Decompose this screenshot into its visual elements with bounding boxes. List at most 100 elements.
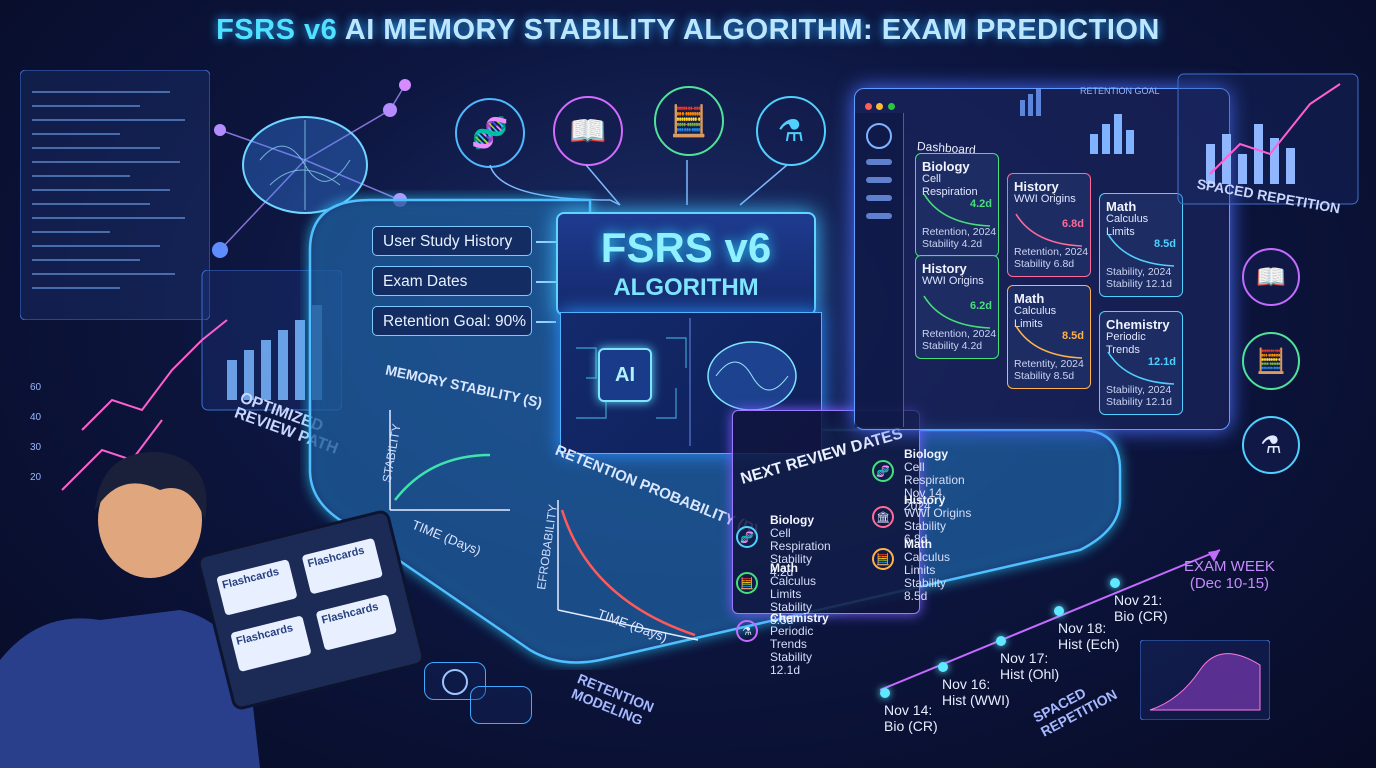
card-subject: History [1014,179,1059,194]
timeline-dot [938,662,948,672]
card-curve [1107,233,1175,267]
page-title: FSRS v6 AI MEMORY STABILITY ALGORITHM: E… [216,14,1160,46]
book-icon: 📖 [553,96,623,166]
flask-icon: ⚗ [1242,416,1300,474]
timeline-label: Nov 14:Bio (CR) [884,702,938,734]
book-icon: 📖 [1242,248,1300,306]
card-subject: Biology [922,159,970,174]
flask-icon: ⚗ [736,620,758,642]
avatar[interactable] [866,123,892,149]
student-face [98,462,202,578]
window-controls [865,97,895,115]
card-topic: Calculus Limits [1106,213,1149,238]
circuit-lines [576,318,797,446]
card-topic: Cell Respiration [922,173,978,198]
flashcard[interactable]: Flashcards [301,537,384,595]
algorithm-name: FSRS v6 [600,224,772,271]
timeline-label: Nov 18:Hist (Ech) [1058,620,1120,652]
sidebar-item[interactable] [866,195,892,201]
arrow [536,321,556,323]
input-study-history: User Study History [372,226,532,256]
timeline-dot [996,636,1006,646]
card-subject: Chemistry [1106,317,1170,332]
svg-text:30: 30 [30,442,42,453]
calculator-icon: 🧮 [872,548,894,570]
bottom-right-chart [1140,640,1270,720]
card-value: 6.8d [1061,218,1084,230]
card-topic: Periodic Trends [1106,331,1146,356]
stability-chart [389,410,510,511]
card-value: 8.5d [1153,238,1176,250]
top-right-charts: RETENTION GOAL [1020,73,1359,205]
sidebar-item[interactable] [866,177,892,183]
timeline-dot [1110,578,1120,588]
arrow [536,241,556,243]
retention-chart [557,500,699,641]
history-icon: 🏛 [872,506,894,528]
timeline-label: Nov 21:Bio (CR) [1114,592,1168,624]
dna-icon: 🧬 [736,526,758,548]
card-curve [1107,351,1175,385]
retention-goal-small: RETENTION GOAL [1080,86,1160,96]
calculator-icon: 🧮 [654,86,724,156]
brain-network [212,79,411,258]
card-value: 6.2d [969,300,992,312]
timeline-line [879,549,1221,691]
svg-text:40: 40 [30,412,42,423]
flashcard[interactable]: Flashcards [230,615,312,673]
card-value: 12.1d [1147,356,1176,368]
dna-icon: 🧬 [872,460,894,482]
calculator-icon: 🧮 [736,572,758,594]
flask-icon: ⚗ [756,96,826,166]
svg-text:60: 60 [30,382,42,393]
icon-connectors [489,160,788,206]
card-topic: WWI Origins [1014,193,1076,205]
input-retention-goal: Retention Goal: 90% [372,306,532,336]
card-subject: History [922,261,967,276]
card-curve [1015,325,1083,359]
card-curve [923,295,991,329]
card-curve [923,193,991,227]
arrow [536,281,556,283]
student-hair [95,451,207,520]
card-value: 4.2d [969,198,992,210]
dashboard-sidebar [855,113,904,427]
algorithm-sub: ALGORITHM [613,274,759,301]
card-topic: Calculus Limits [1014,305,1057,330]
exam-week: EXAM WEEK(Dec 10-15) [1184,558,1275,592]
calculator-icon: 🧮 [1242,332,1300,390]
timeline-dot [1054,606,1064,616]
card-topic: WWI Origins [922,275,984,287]
flashcard[interactable]: Flashcards [216,559,298,616]
retention-modeling-label: RETENTION MODELING [569,670,657,729]
dna-icon: 🧬 [455,98,525,168]
svg-text:20: 20 [30,472,42,483]
timeline-label: Nov 17:Hist (Ohl) [1000,650,1060,682]
timeline-label: Nov 16:Hist (WWI) [942,676,1010,708]
flashcard[interactable]: Flashcards [315,594,398,651]
card-curve [1015,213,1083,247]
card-subject: Math [1014,291,1045,306]
sidebar-item[interactable] [866,159,892,165]
card-value: 8.5d [1061,330,1084,342]
sidebar-item[interactable] [866,213,892,219]
timeline-dot [880,688,890,698]
